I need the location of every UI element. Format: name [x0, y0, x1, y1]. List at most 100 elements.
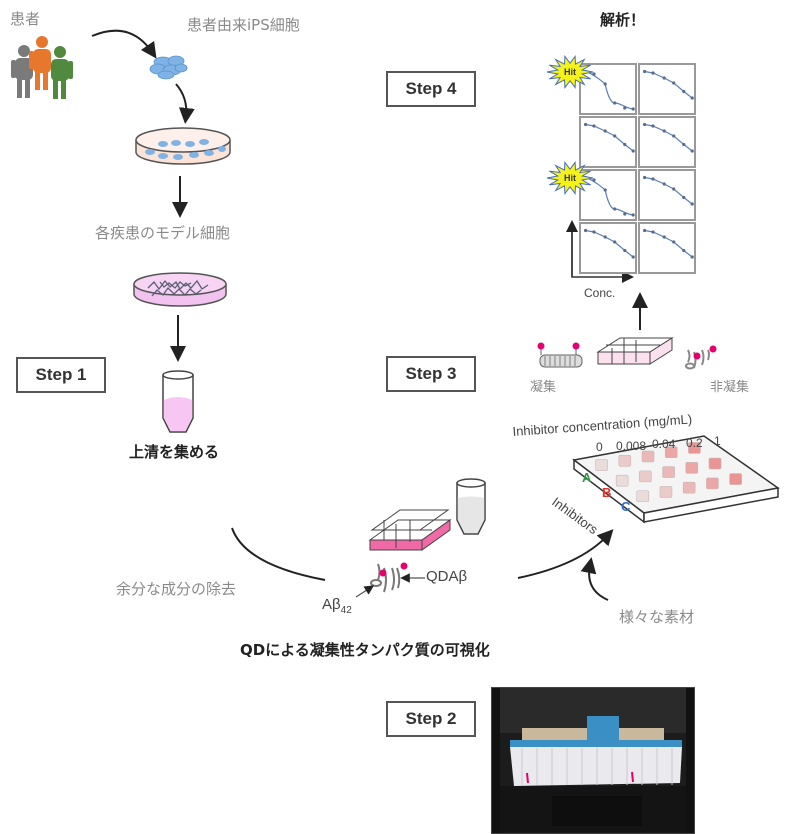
plate-well — [664, 446, 678, 459]
various-materials-label: 様々な素材 — [619, 608, 695, 626]
concentration-tick: 0 — [596, 440, 603, 454]
data-point — [623, 248, 627, 253]
data-point — [690, 202, 694, 206]
step-1-box: Step 1 — [16, 357, 106, 393]
ab42-subscript: 42 — [340, 605, 352, 616]
concentration-tick: 0.008 — [616, 438, 647, 453]
flow-line-removal — [231, 527, 326, 581]
data-point — [690, 96, 694, 100]
data-point — [672, 134, 676, 138]
data-point — [651, 71, 655, 75]
data-point — [623, 106, 627, 110]
collect-supernatant-label: 上清を集める — [129, 443, 220, 461]
data-point — [592, 72, 596, 76]
plate-well — [636, 490, 650, 503]
data-point — [613, 240, 617, 244]
arrow-patients-to-ips — [91, 29, 157, 59]
hit-badge: Hit — [546, 160, 594, 196]
data-point — [682, 248, 686, 253]
data-point — [603, 188, 607, 192]
data-point — [651, 230, 655, 234]
patients-icon — [11, 36, 73, 99]
data-point — [651, 177, 655, 181]
ab42-main: Aβ — [322, 596, 341, 613]
data-point — [631, 213, 635, 217]
plate-well — [618, 454, 632, 467]
data-point — [631, 107, 635, 111]
ips-culture-dish-icon — [135, 127, 231, 165]
data-point — [613, 101, 617, 105]
ab42-label: Aβ42 — [322, 596, 352, 616]
aggregation-plate-icon — [596, 337, 674, 365]
plate-well — [688, 442, 701, 454]
plate-well — [595, 459, 608, 471]
data-point — [613, 134, 617, 138]
step-2-box: Step 2 — [386, 701, 476, 737]
step-4-box: Step 4 — [386, 71, 476, 107]
data-point — [662, 235, 666, 239]
data-point — [662, 129, 666, 133]
ips-cells-icon — [149, 55, 188, 80]
concentration-tick: 1 — [714, 434, 721, 448]
plate-well — [659, 486, 673, 498]
plot — [638, 169, 696, 221]
abeta-qd-fibrils-icon — [370, 562, 408, 593]
data-point — [682, 89, 686, 94]
data-point — [651, 124, 655, 128]
plate-well — [639, 470, 652, 483]
qdab-label: QDAβ — [426, 568, 468, 585]
plate-well — [662, 466, 675, 478]
data-point — [603, 82, 607, 86]
data-point — [603, 129, 607, 133]
hit-label: Hit — [564, 173, 576, 183]
data-point — [584, 228, 588, 233]
hit-label: Hit — [564, 67, 576, 77]
data-point — [662, 182, 666, 186]
data-point — [592, 124, 596, 128]
data-point — [643, 228, 647, 233]
sample-tube-icon — [456, 478, 486, 535]
plate-well — [682, 481, 696, 494]
plate-well — [641, 450, 655, 463]
aggregated-fibril-icon — [537, 342, 583, 368]
plot — [638, 222, 696, 274]
supernatant-tube-icon — [162, 370, 194, 433]
analysis-axes — [566, 220, 634, 283]
data-point — [623, 212, 627, 216]
arrow-to-ab42 — [355, 585, 375, 598]
model-cell-dish-icon — [133, 272, 227, 307]
patients-label: 患者 — [10, 10, 41, 28]
plot — [579, 116, 637, 168]
inhibitor-row-label: A — [582, 470, 592, 485]
data-point — [592, 178, 596, 182]
data-point — [623, 142, 627, 147]
concentration-tick: 0.2 — [686, 435, 703, 450]
data-point — [631, 255, 635, 259]
analysis-label: 解析！ — [600, 11, 646, 29]
qd-visualization-label: QDによる凝集性タンパク質の可視化 — [240, 641, 490, 659]
plate-well — [729, 473, 742, 485]
dose-response-curve — [585, 176, 634, 216]
non-aggregated-label: 非凝集 — [710, 380, 750, 395]
inhibitor-row-label: C — [621, 499, 631, 514]
patient-ips-label: 患者由来iPS細胞 — [187, 16, 300, 34]
hit-badge: Hit — [546, 54, 594, 90]
data-point — [682, 195, 686, 200]
arrow-ips-to-dish — [175, 83, 195, 124]
data-point — [613, 207, 617, 211]
plate-well — [685, 462, 699, 474]
data-point — [584, 122, 588, 127]
qd-assay-plate-icon — [368, 509, 452, 551]
data-point — [672, 187, 676, 191]
data-point — [592, 230, 596, 234]
dispenser-photo — [491, 687, 695, 834]
data-point — [631, 149, 635, 153]
plate-well — [706, 477, 719, 490]
aggregated-label: 凝集 — [530, 380, 557, 395]
data-point — [690, 255, 694, 259]
data-point — [643, 175, 647, 180]
arrow-to-inhibitor-plate — [517, 529, 614, 579]
